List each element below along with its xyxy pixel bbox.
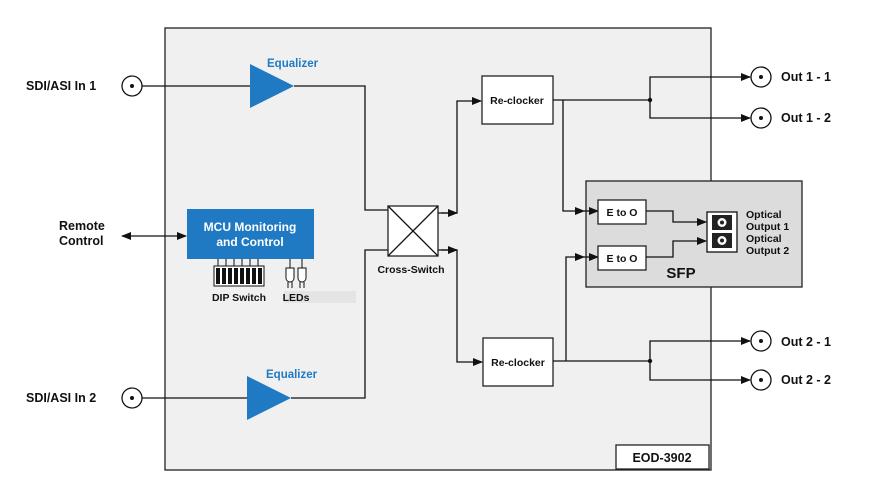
leds-label-bg bbox=[284, 291, 356, 303]
out-1-1-connector-icon bbox=[750, 66, 772, 88]
optical-output-2-label-2: Output 2 bbox=[746, 245, 789, 257]
leds-icon bbox=[285, 259, 307, 288]
e-to-o-2-label: E to O bbox=[607, 253, 638, 265]
equalizer-1-icon bbox=[250, 64, 294, 108]
dip-switch-label: DIP Switch bbox=[212, 292, 266, 304]
model-label: EOD-3902 bbox=[632, 451, 691, 465]
e-to-o-1-label: E to O bbox=[607, 207, 638, 219]
equalizer-1-label: Equalizer bbox=[267, 58, 319, 70]
input-2-label: SDI/ASI In 2 bbox=[26, 391, 96, 405]
mcu-label-2: and Control bbox=[216, 235, 283, 249]
mcu-label-1: MCU Monitoring bbox=[204, 220, 297, 234]
optical-output-1-label-2: Output 1 bbox=[746, 221, 789, 233]
reclocker-1-label: Re-clocker bbox=[490, 95, 544, 107]
input-1-connector-icon bbox=[121, 75, 143, 97]
optical-output-1-label-1: Optical bbox=[746, 209, 782, 221]
leds-label: LEDs bbox=[283, 292, 310, 304]
optical-output-2-label-1: Optical bbox=[746, 233, 782, 245]
e-to-o-1-block bbox=[597, 199, 647, 225]
cross-switch-block bbox=[387, 205, 439, 257]
reclocker-2-block bbox=[482, 337, 554, 387]
remote-control-label-2: Control bbox=[59, 234, 103, 248]
cross-switch-label: Cross-Switch bbox=[377, 264, 444, 276]
e-to-o-2-block bbox=[597, 245, 647, 271]
sfp-label: SFP bbox=[666, 265, 695, 282]
out-2-2-connector-icon bbox=[750, 369, 772, 391]
out-2-2-label: Out 2 - 2 bbox=[781, 373, 831, 387]
equalizer-2-label: Equalizer bbox=[266, 369, 318, 381]
mcu-block bbox=[187, 209, 314, 259]
optical-connector-icon bbox=[706, 211, 738, 253]
out-1-1-label: Out 1 - 1 bbox=[781, 70, 831, 84]
input-1-label: SDI/ASI In 1 bbox=[26, 79, 96, 93]
model-label-box bbox=[615, 444, 710, 470]
dip-switch-icon bbox=[213, 259, 265, 287]
remote-control-label-1: Remote bbox=[59, 219, 105, 233]
input-2-connector-icon bbox=[121, 387, 143, 409]
out-1-2-connector-icon bbox=[750, 107, 772, 129]
reclocker-2-label: Re-clocker bbox=[491, 357, 545, 369]
out-2-1-connector-icon bbox=[750, 330, 772, 352]
out-1-2-label: Out 1 - 2 bbox=[781, 111, 831, 125]
equalizer-2-icon bbox=[247, 376, 291, 420]
out-2-1-label: Out 2 - 1 bbox=[781, 335, 831, 349]
